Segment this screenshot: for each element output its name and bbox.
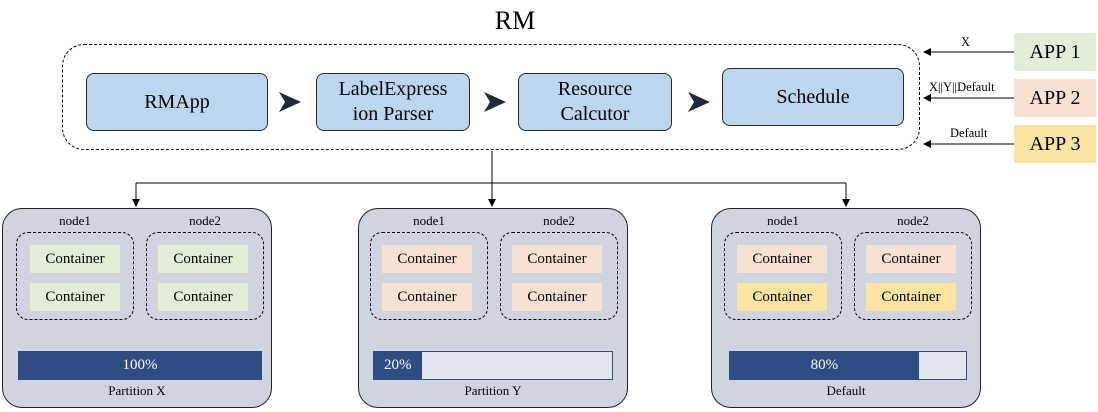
stage-labelexpression-parser[interactable]: LabelExpress ion Parser [316,73,470,131]
container: Container [158,283,248,311]
stage-label: LabelExpress ion Parser [338,78,448,125]
app1-edge-label: X [961,35,971,49]
node-label: node1 [413,213,445,228]
usage-bar-fill [730,352,919,379]
node-box [370,232,488,320]
partition-name: Default [826,383,866,398]
partition-name: Partition Y [464,383,522,398]
rm-title: RM [494,6,536,35]
stage-resource-calculator[interactable]: Resource Calcutor [518,73,672,131]
usage-bar-fill [19,352,261,379]
stage-rmapp[interactable]: RMApp [86,73,268,131]
app2-edge-label: X||Y||Default [929,80,995,94]
app-1[interactable]: APP 1 [1014,33,1096,71]
container: Container [737,283,827,311]
usage-label: 80% [810,357,839,373]
rm-boundary [62,44,920,150]
container: Container [737,245,827,273]
stage-schedule[interactable]: Schedule [722,68,904,126]
app3-edge-label: Default [950,126,988,140]
app-2[interactable]: APP 2 [1014,79,1096,117]
node-box [146,232,264,320]
usage-label: 20% [384,357,412,373]
node-label: node2 [897,213,929,228]
container: Container [512,245,602,273]
container: Container [30,245,120,273]
container: Container [866,245,956,273]
usage-label: 100% [122,357,158,373]
usage-bar-fill [374,352,422,379]
node-label: node2 [189,213,221,228]
partition-name: Partition X [108,383,166,398]
stage-label: Resource Calcutor [557,78,633,125]
node-box [854,232,972,320]
stage-label: Schedule [776,85,850,108]
node-label: node2 [543,213,575,228]
container: Container [382,283,472,311]
usage-bar: 20% [373,351,613,380]
node-box [500,232,618,320]
container: Container [512,283,602,311]
container: Container [158,245,248,273]
node-box [724,232,842,320]
usage-bar: 100% [18,351,262,380]
container: Container [30,283,120,311]
usage-bar: 80% [729,351,967,380]
container: Container [382,245,472,273]
node-box [16,232,134,320]
node-label: node1 [767,213,799,228]
container: Container [866,283,956,311]
node-label: node1 [59,213,91,228]
stage-label: RMApp [144,90,210,113]
app-3[interactable]: APP 3 [1014,125,1096,163]
